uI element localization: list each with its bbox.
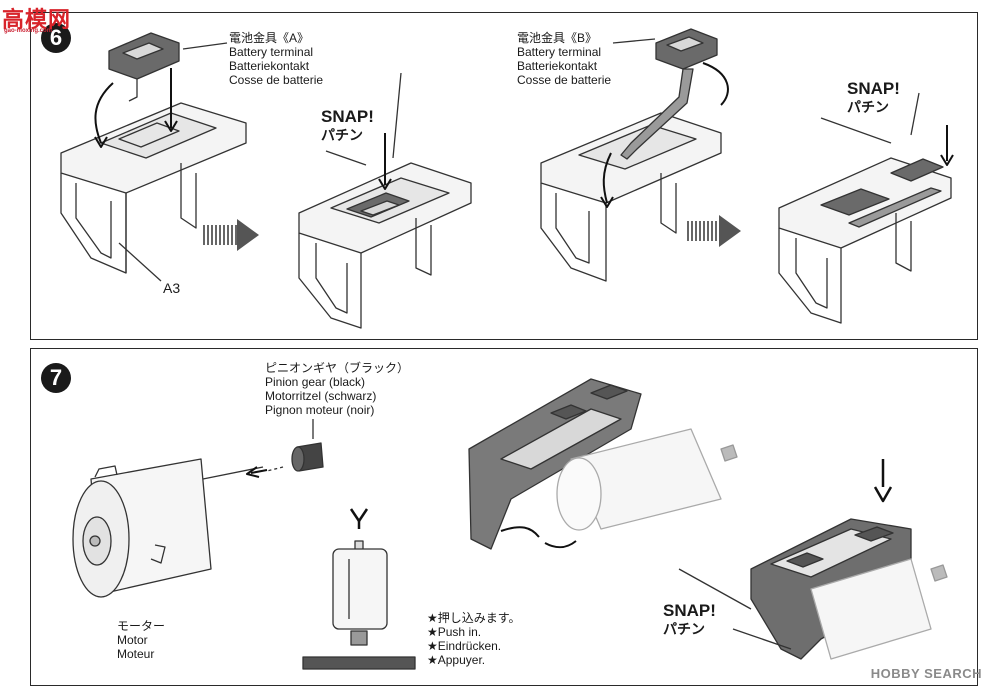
battery-terminal-a-de: Batteriekontakt	[229, 59, 310, 73]
snap-jp: パチン	[663, 621, 705, 637]
push-in-label: ★押し込みます。 ★Push in. ★Eindrücken. ★Appuyer…	[427, 611, 521, 667]
battery-terminal-b-en: Battery terminal	[517, 45, 602, 59]
pinion-gear-de: Motorritzel (schwarz)	[265, 389, 377, 403]
snap-callout-2: SNAP! パチン	[847, 79, 900, 117]
push-in-en: ★Push in.	[427, 625, 482, 639]
site-watermark-url: gao-moxing.com	[4, 28, 53, 34]
snap-callout-1: SNAP! パチン	[321, 107, 374, 145]
snap-en: SNAP!	[321, 107, 374, 126]
next-step-arrow-icon	[203, 219, 259, 251]
pinion-gear-label: ピニオンギヤ（ブラック） Pinion gear (black) Motorri…	[265, 361, 409, 417]
pinion-gear-icon	[291, 442, 324, 472]
down-arrow-icon	[94, 82, 114, 144]
push-in-fr: ★Appuyer.	[427, 653, 486, 667]
battery-terminal-b-icon	[620, 28, 718, 160]
battery-terminal-b-de: Batteriekontakt	[517, 59, 598, 73]
motor-label: モーター Motor Moteur	[117, 619, 165, 661]
motor-icon	[72, 458, 264, 598]
snap-jp: パチン	[847, 99, 889, 115]
battery-terminal-a-label: 電池金具《A》 Battery terminal Batteriekontakt…	[229, 31, 323, 87]
battery-terminal-a-fr: Cosse de batterie	[229, 73, 324, 87]
step-6-panel: 6 電池金具《A》 Battery terminal Batteriekonta…	[30, 12, 978, 340]
push-in-diagram-icon	[302, 508, 416, 670]
snap-en: SNAP!	[663, 601, 716, 620]
motor-fr: Moteur	[117, 647, 155, 661]
push-in-jp: ★押し込みます。	[427, 611, 521, 625]
push-in-de: ★Eindrücken.	[427, 639, 502, 653]
hobby-search-watermark: HOBBY SEARCH	[870, 666, 982, 681]
step-7-illustration	[72, 378, 948, 670]
chassis-icon	[60, 102, 247, 274]
site-watermark-text: 高模网	[2, 7, 72, 32]
pinion-gear-fr: Pignon moteur (noir)	[265, 403, 375, 417]
chassis-motor-assembly-exploded-icon	[468, 378, 738, 550]
battery-terminal-a-en: Battery terminal	[229, 45, 314, 59]
motor-jp: モーター	[117, 619, 166, 633]
chassis-motor-assembly-icon	[750, 518, 948, 660]
step-number-6: 6	[41, 23, 71, 53]
pinion-gear-en: Pinion gear (black)	[265, 375, 366, 389]
battery-terminal-a-icon	[108, 32, 180, 102]
step-6-illustration	[60, 28, 954, 329]
snap-callout-3: SNAP! パチン	[663, 601, 716, 639]
step-7-panel: 7 ピニオンギヤ（ブラック） Pinion gear (black) Motor…	[30, 348, 978, 686]
battery-terminal-a-jp: 電池金具《A》	[229, 31, 310, 45]
battery-terminal-b-jp: 電池金具《B》	[517, 31, 598, 45]
battery-terminal-b-fr: Cosse de batterie	[517, 73, 612, 87]
step-number-7: 7	[41, 363, 71, 393]
part-label-a3: A3	[163, 280, 181, 296]
battery-terminal-b-label: 電池金具《B》 Battery terminal Batteriekontakt…	[517, 31, 611, 87]
snap-jp: パチン	[321, 127, 363, 143]
pinion-gear-jp: ピニオンギヤ（ブラック）	[265, 361, 410, 375]
snap-en: SNAP!	[847, 79, 900, 98]
site-watermark-logo: 高模网 gao-moxing.com	[2, 2, 74, 36]
motor-en: Motor	[117, 633, 148, 647]
